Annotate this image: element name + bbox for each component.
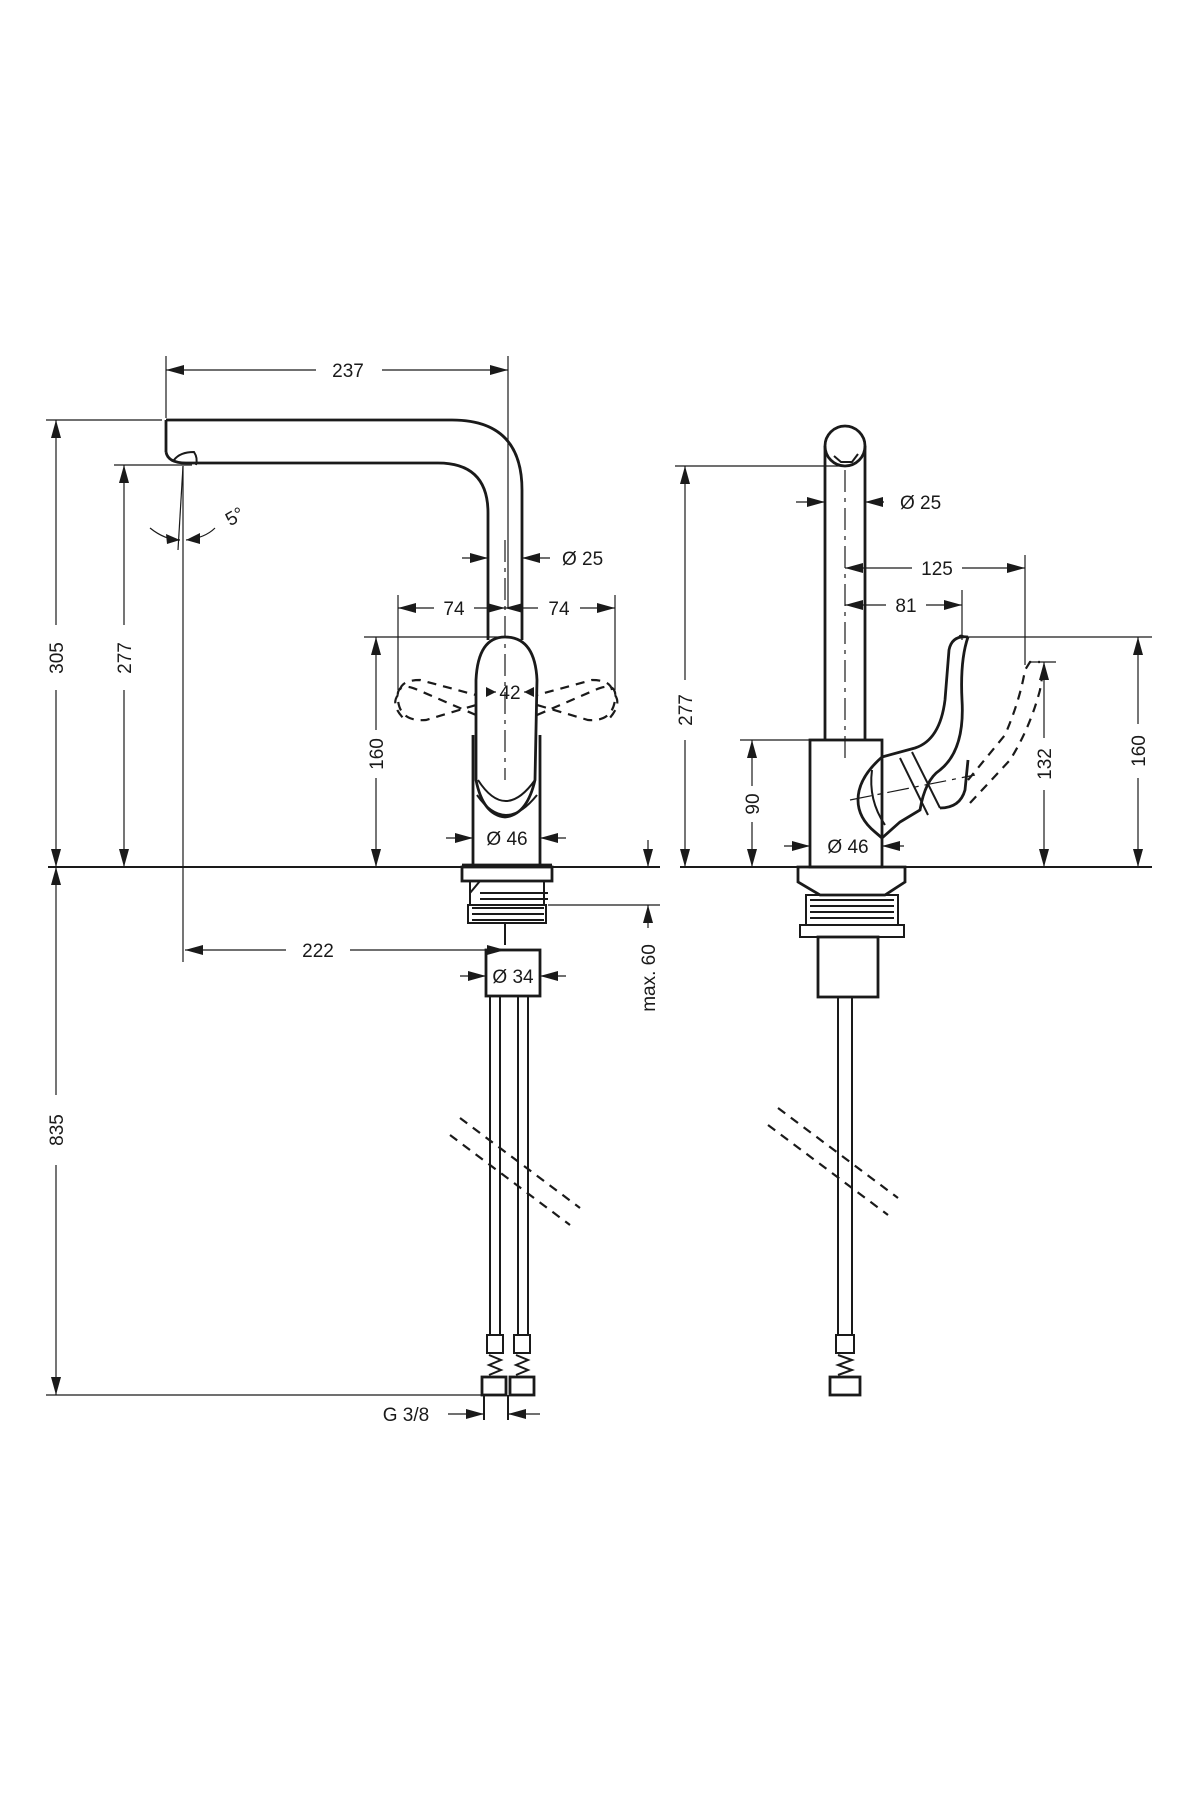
side-lever bbox=[881, 634, 970, 840]
dim-side-body-height: 90 bbox=[740, 739, 812, 867]
side-hose bbox=[767, 997, 899, 1397]
dim-front-lever-spread: 74 74 bbox=[397, 595, 616, 690]
dim-label: 237 bbox=[332, 361, 364, 382]
side-shank bbox=[796, 865, 907, 999]
dim-label: 277 bbox=[115, 642, 136, 674]
dim-front-reach: 237 bbox=[165, 356, 509, 608]
dim-front-lever-width: 42 bbox=[486, 683, 534, 704]
dim-front-pipe-dia: Ø 25 bbox=[462, 549, 603, 570]
dim-label: Ø 25 bbox=[562, 549, 603, 570]
dim-label: Ø 46 bbox=[827, 837, 868, 858]
front-hoses bbox=[449, 996, 581, 1420]
dim-front-body-dia: Ø 46 bbox=[446, 829, 566, 850]
dim-label: max. 60 bbox=[639, 944, 660, 1012]
dim-front-outlet-height: 277 bbox=[114, 464, 192, 867]
dim-front-shank-dia: Ø 34 bbox=[460, 967, 566, 988]
dim-label: 74 bbox=[443, 599, 465, 620]
side-lever-dashed bbox=[967, 660, 1046, 804]
dim-label: 5° bbox=[222, 504, 248, 531]
dim-label: 90 bbox=[743, 793, 764, 814]
front-view: 237 305 277 5° bbox=[46, 356, 660, 1426]
dim-label: 42 bbox=[499, 683, 520, 704]
dim-side-pipe-dia: Ø 25 bbox=[796, 493, 941, 514]
dim-label: Ø 34 bbox=[492, 967, 534, 988]
front-lever-dashed bbox=[394, 678, 619, 722]
front-body bbox=[462, 635, 552, 867]
dim-side-body-dia: Ø 46 bbox=[784, 837, 904, 858]
dim-label: 305 bbox=[47, 642, 68, 674]
dim-label: 277 bbox=[676, 694, 697, 726]
side-pipe bbox=[823, 424, 867, 760]
dim-front-lever-height: 160 bbox=[364, 636, 500, 867]
dim-label: 160 bbox=[367, 738, 388, 770]
dim-label: Ø 25 bbox=[900, 493, 941, 514]
dim-side-lever-reach-full: 125 bbox=[845, 555, 1026, 665]
dim-label: 222 bbox=[302, 941, 334, 962]
dim-label: 81 bbox=[895, 596, 916, 617]
dim-side-lever-top: 160 bbox=[960, 636, 1152, 867]
front-shank bbox=[460, 865, 554, 998]
dim-front-angle: 5° bbox=[149, 465, 248, 962]
dim-side-lever-rest: 132 bbox=[1030, 661, 1056, 867]
dim-label: 125 bbox=[921, 559, 953, 580]
dim-label: 160 bbox=[1129, 735, 1150, 767]
dim-label: Ø 46 bbox=[486, 829, 527, 850]
dim-label: 132 bbox=[1035, 748, 1056, 780]
dim-side-lever-reach: 81 bbox=[845, 590, 963, 640]
front-spout bbox=[164, 418, 524, 780]
dim-front-outlet-offset: 222 bbox=[185, 941, 505, 962]
dim-front-max-thickness: max. 60 bbox=[548, 840, 660, 1012]
dim-front-total-height: 305 bbox=[46, 419, 162, 867]
side-view: Ø 25 125 81 277 bbox=[675, 424, 1152, 1397]
dim-front-hose-length: 835 bbox=[46, 867, 482, 1396]
dim-label: G 3/8 bbox=[383, 1405, 429, 1426]
dim-label: 835 bbox=[47, 1114, 68, 1146]
dim-side-outlet-height: 277 bbox=[675, 465, 840, 867]
dim-front-hose-thread: G 3/8 bbox=[383, 1405, 540, 1426]
dim-label: 74 bbox=[548, 599, 570, 620]
